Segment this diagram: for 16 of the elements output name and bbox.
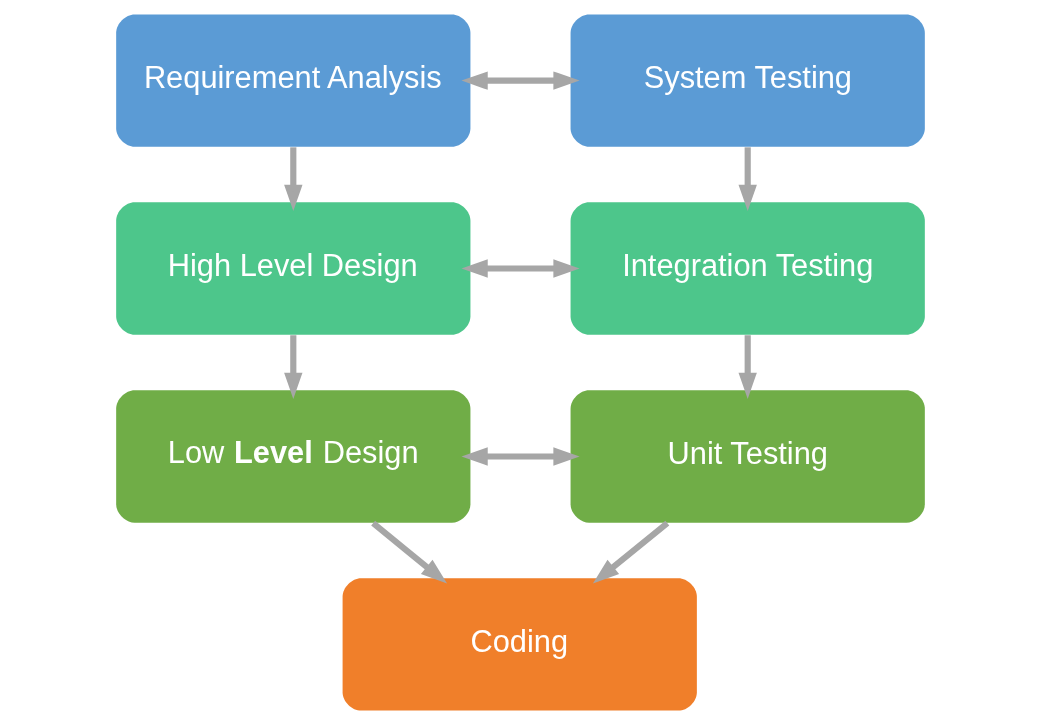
arrow [460, 71, 580, 90]
node-box: High Level Design [115, 202, 470, 335]
arrow [283, 335, 302, 400]
node-box: Coding [342, 578, 697, 711]
node-box: Integration Testing [570, 202, 925, 335]
arrow [592, 520, 669, 584]
arrow [460, 447, 580, 466]
arrow [283, 147, 302, 212]
arrow [460, 259, 580, 278]
node-box: System Testing [570, 14, 925, 147]
arrow [738, 147, 757, 212]
arrow [370, 520, 447, 584]
node-box: Requirement Analysis [115, 14, 470, 147]
node-box: Unit Testing [570, 390, 925, 523]
node-box: Low Level Design [115, 390, 470, 523]
arrow [738, 335, 757, 400]
